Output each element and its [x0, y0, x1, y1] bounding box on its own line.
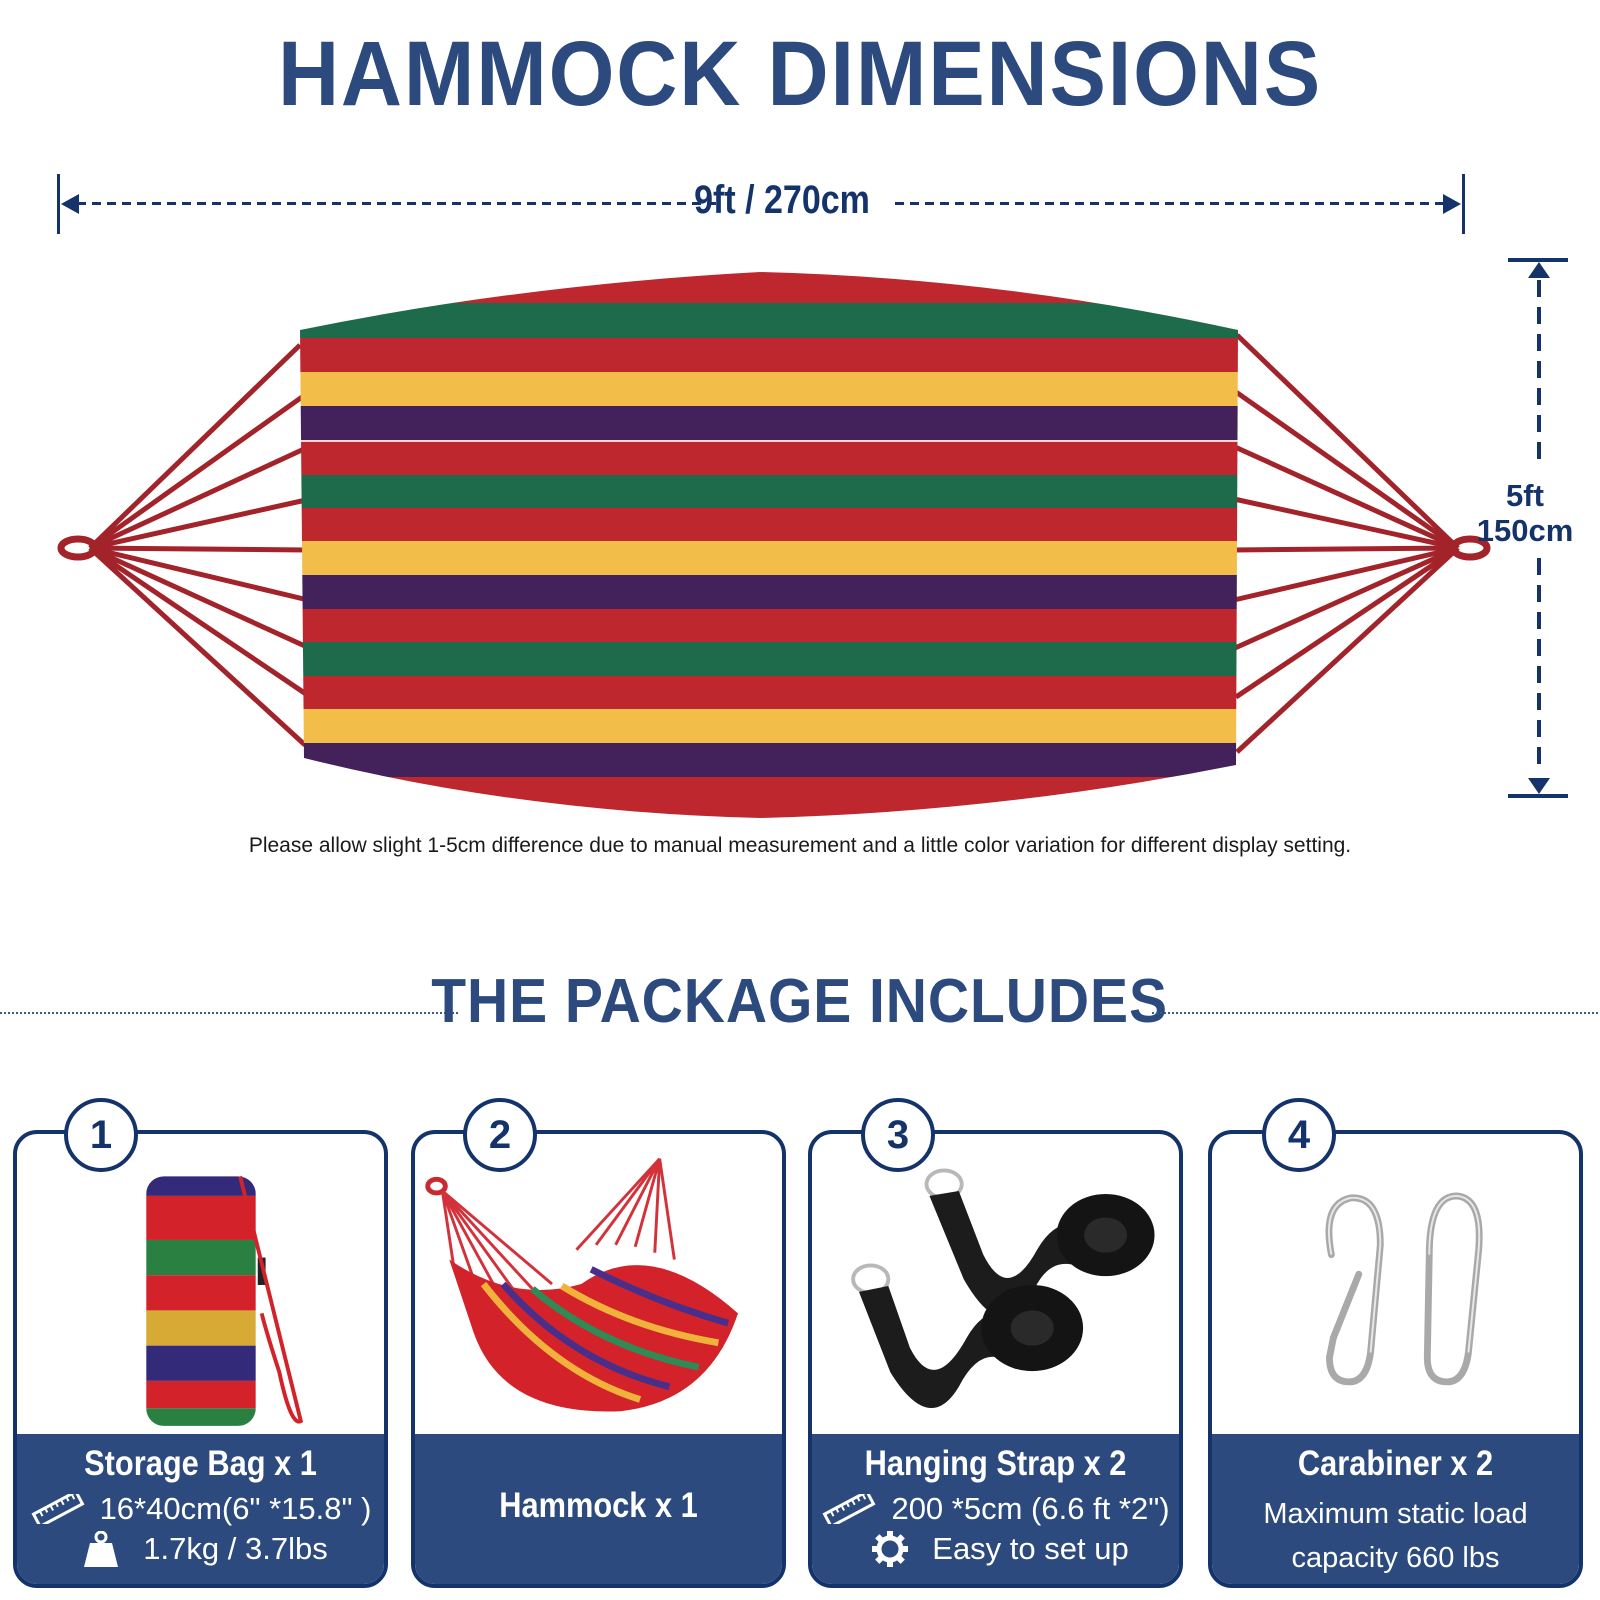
left-ropes [88, 343, 309, 747]
spec-row: 16*40cm(6" *15.8" ) [17, 1490, 384, 1528]
width-dimension: 9ft / 270cm [57, 174, 1465, 234]
width-tick-left [57, 174, 60, 234]
divider-right [1152, 1012, 1600, 1014]
height-label-cm: 150cm [1476, 513, 1574, 548]
measurement-note: Please allow slight 1-5cm difference due… [248, 834, 1352, 857]
package-item-storage-bag: Storage Bag x 1 16*40cm(6" *15.8" ) 1.7k… [13, 1130, 388, 1588]
dashed-line-bottom [1537, 558, 1541, 773]
item-number-badge: 2 [463, 1098, 537, 1172]
spec-row: 1.7kg / 3.7lbs [17, 1530, 384, 1568]
description-line-1: Maximum static load [1263, 1498, 1528, 1530]
item-description: Maximum static load capacity 660 lbs [1212, 1492, 1579, 1580]
hammock-body [300, 272, 1238, 818]
spec-text: 16*40cm(6" *15.8" ) [99, 1491, 372, 1526]
height-bar-top [1508, 258, 1568, 262]
item-number-badge: 3 [861, 1098, 935, 1172]
left-loop [57, 535, 99, 561]
dashed-line-top [1537, 280, 1541, 465]
right-loop [1449, 535, 1491, 561]
package-item-hanging-strap: Hanging Strap x 2 200 *5cm (6.6 ft *2") … [808, 1130, 1183, 1588]
hammock-diagram [57, 272, 1491, 818]
gear-icon [862, 1531, 918, 1567]
item-footer: Hammock x 1 [415, 1434, 782, 1584]
arrow-right-icon [1443, 194, 1461, 214]
item-name: Storage Bag x 1 [84, 1444, 317, 1483]
ruler-icon [30, 1491, 86, 1527]
item-name: Carabiner x 2 [1297, 1444, 1494, 1483]
height-bar-bottom [1508, 794, 1568, 798]
weight-icon [73, 1531, 129, 1567]
hanging-strap-image [851, 1168, 1155, 1409]
spec-row: 200 *5cm (6.6 ft *2") [812, 1490, 1179, 1528]
arrow-left-icon [61, 194, 79, 214]
item-number-badge: 4 [1262, 1098, 1336, 1172]
height-dimension: 5ft 150cm [1477, 258, 1600, 798]
package-title: THE PACKAGE INCLUDES [431, 967, 1168, 1036]
item-name: Hanging Strap x 2 [864, 1444, 1127, 1483]
spec-text: 1.7kg / 3.7lbs [143, 1531, 328, 1566]
spec-text: Easy to set up [932, 1531, 1129, 1566]
description-line-2: capacity 660 lbs [1291, 1542, 1500, 1574]
height-label: 5ft 150cm [1450, 478, 1600, 548]
spec-row: Easy to set up [812, 1530, 1179, 1568]
width-label: 9ft / 270cm [694, 178, 870, 222]
package-item-carabiner: Carabiner x 2 Maximum static load capaci… [1208, 1130, 1583, 1588]
width-tick-right [1462, 174, 1465, 234]
item-footer: Carabiner x 2 Maximum static load capaci… [1212, 1434, 1579, 1584]
spec-text: 200 *5cm (6.6 ft *2") [891, 1491, 1170, 1526]
dashed-line-left [77, 202, 717, 205]
item-footer: Storage Bag x 1 16*40cm(6" *15.8" ) 1.7k… [17, 1434, 384, 1584]
package-item-hammock: Hammock x 1 [411, 1130, 786, 1588]
dashed-line-right [895, 202, 1445, 205]
height-label-ft: 5ft [1506, 478, 1544, 513]
arrow-up-icon [1528, 262, 1550, 278]
arrow-down-icon [1528, 778, 1550, 794]
carabiner-image [1325, 1192, 1483, 1386]
item-footer: Hanging Strap x 2 200 *5cm (6.6 ft *2") … [812, 1434, 1179, 1584]
divider-left [0, 1012, 458, 1014]
item-name: Hammock x 1 [499, 1486, 698, 1525]
storage-bag-image [146, 1175, 304, 1426]
item-number-badge: 1 [64, 1098, 138, 1172]
hammock-image [425, 1157, 738, 1412]
right-ropes [1232, 333, 1460, 754]
ruler-icon [821, 1491, 877, 1527]
page-title: HAMMOCK DIMENSIONS [277, 23, 1323, 125]
